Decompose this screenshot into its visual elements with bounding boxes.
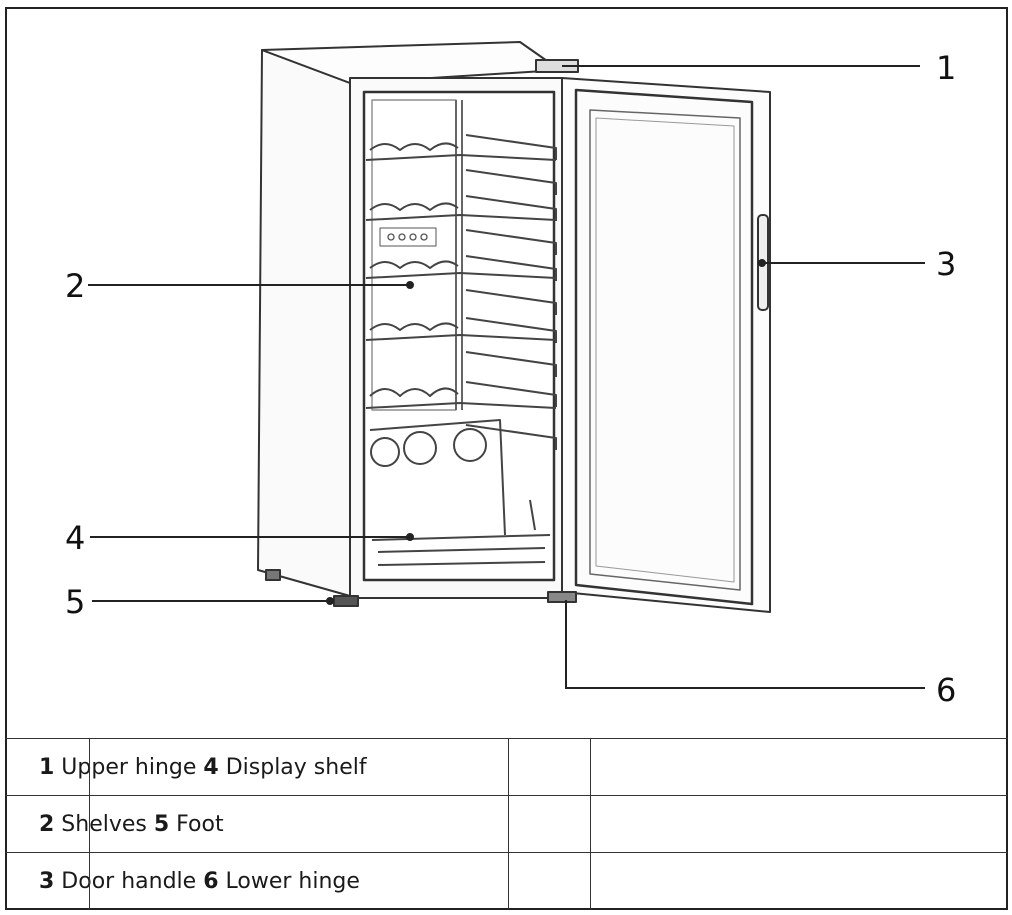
- wine-shelves: [365, 134, 557, 450]
- control-panel: [379, 227, 437, 247]
- table-divider: [508, 738, 509, 910]
- callout-lower-hinge: 6: [936, 671, 957, 709]
- lower-hinge-shape: [547, 591, 577, 603]
- legend-text: 3 Door handle 6 Lower hinge: [39, 869, 360, 894]
- callout-display-shelf: 4: [65, 519, 86, 557]
- leader-lines: [88, 65, 925, 689]
- callout-door-handle: 3: [936, 245, 957, 283]
- wine-cooler-diagram: [88, 41, 925, 689]
- legend-row: 1 Upper hinge 4 Display shelf: [5, 738, 1008, 796]
- table-divider: [89, 738, 90, 910]
- callout-shelves: 2: [65, 267, 86, 305]
- callout-foot: 5: [65, 583, 86, 621]
- display-shelf: [369, 419, 551, 566]
- door: [561, 77, 771, 613]
- legend-table: 1 Upper hinge 4 Display shelf 2 Shelves …: [5, 738, 1008, 910]
- legend-text: 1 Upper hinge 4 Display shelf: [39, 755, 367, 780]
- table-divider: [590, 738, 591, 910]
- callout-upper-hinge: 1: [936, 49, 957, 87]
- cabinet-side: [257, 49, 351, 597]
- legend-row: 3 Door handle 6 Lower hinge: [5, 852, 1008, 910]
- legend-text: 2 Shelves 5 Foot: [39, 812, 224, 837]
- diagram-frame: [5, 7, 1008, 910]
- legend-row: 2 Shelves 5 Foot: [5, 795, 1008, 853]
- foot-shape: [333, 595, 359, 607]
